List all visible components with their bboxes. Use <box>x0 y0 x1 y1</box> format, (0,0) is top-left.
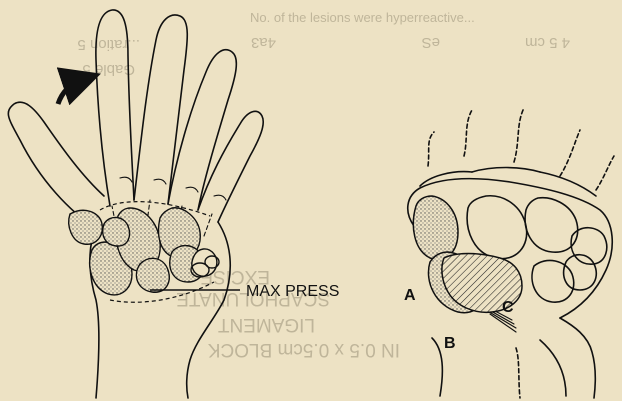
left-lunate <box>136 258 169 292</box>
showthrough-top-mid-3: 4 5 cm <box>525 34 570 51</box>
max-press-label: MAX PRESS <box>246 283 339 300</box>
flexion-arrow <box>58 80 82 104</box>
left-trapezium <box>69 210 103 244</box>
left-trapezoid <box>103 217 130 246</box>
showthrough-mid-3: LIGAMENT <box>217 314 315 335</box>
right-trapezium <box>413 196 458 260</box>
left-thumb <box>8 102 104 228</box>
point-label-a: A <box>404 287 416 304</box>
showthrough-top-right: No. of the lesions were hyperreactive... <box>250 10 475 25</box>
point-label-c: C <box>502 299 514 316</box>
showthrough-top-left: ...ration 5 <box>77 36 140 53</box>
showthrough-top-left-2: Gable 5 <box>82 61 135 78</box>
left-ring-finger <box>168 50 236 210</box>
left-little-finger <box>198 111 263 222</box>
showthrough-mid-4: IN 0.5 x 0.5cm BLOCK <box>207 339 400 360</box>
showthrough-top-mid-2: eS <box>422 34 440 51</box>
showthrough-top-mid-1: 4a3 <box>251 34 276 51</box>
left-carpal-bones <box>69 202 219 303</box>
left-middle-finger <box>134 15 187 204</box>
point-label-b: B <box>444 335 456 352</box>
